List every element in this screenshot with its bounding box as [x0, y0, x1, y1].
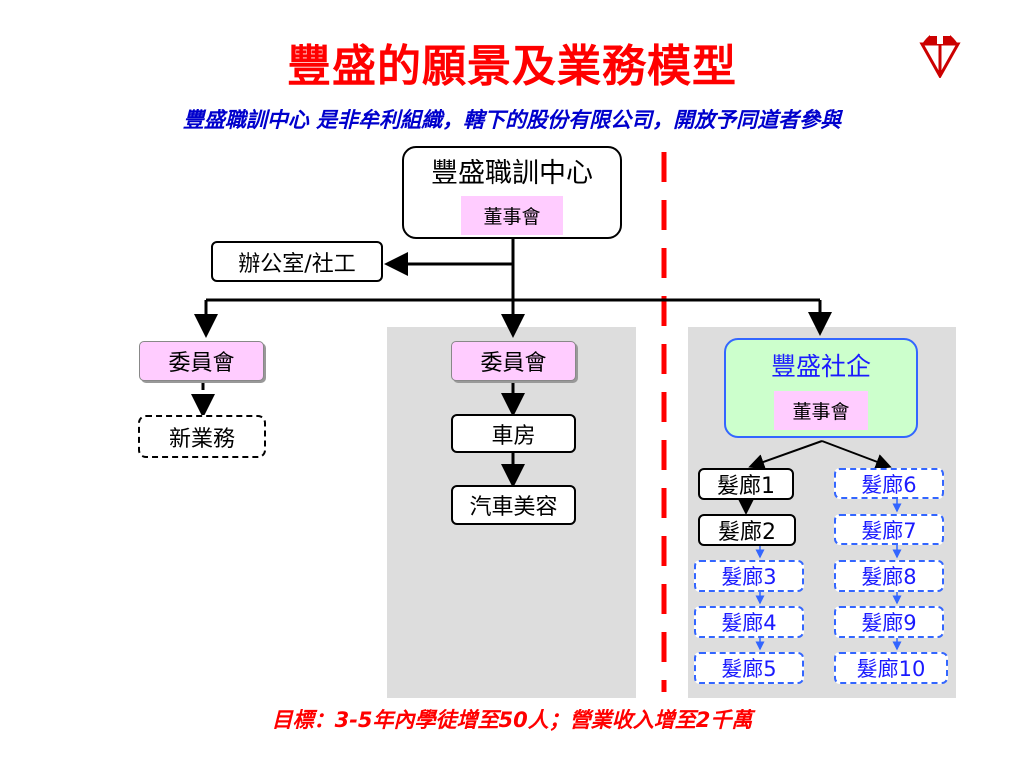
- office-box: 辦公室/社工: [211, 241, 383, 282]
- page-title: 豐盛的願景及業務模型: [287, 41, 737, 92]
- car-beauty-box: 汽車美容: [451, 485, 576, 525]
- salon-box: 髮廊3: [694, 560, 804, 592]
- salon-box: 髮廊1: [698, 468, 794, 500]
- garage-box: 車房: [451, 414, 576, 453]
- page-subtitle: 豐盛職訓中心 是非牟利組織，轄下的股份有限公司，開放予同道者參與: [182, 108, 842, 132]
- salon-box: 髮廊10: [834, 652, 948, 684]
- social-enterprise-box: 豐盛社企 董事會: [724, 338, 918, 438]
- middle-committee-box: 委員會: [451, 341, 576, 381]
- salon-box: 髮廊2: [698, 514, 796, 546]
- salon-box: 髮廊4: [694, 606, 804, 638]
- salon-box: 髮廊6: [834, 468, 944, 499]
- center-board-label: 董事會: [461, 195, 563, 235]
- salon-box: 髮廊8: [834, 560, 944, 592]
- salon-box: 髮廊7: [834, 514, 944, 545]
- salon-box: 髮廊9: [834, 606, 944, 638]
- training-center-label: 豐盛職訓中心: [431, 157, 593, 189]
- goal-text: 目標：3-5年內學徒增至50人；營業收入增至2千萬: [271, 708, 753, 732]
- church-cross-logo: [918, 22, 962, 80]
- salon-box: 髮廊5: [694, 652, 804, 684]
- social-enterprise-label: 豐盛社企: [770, 351, 871, 381]
- new-business-box: 新業務: [138, 415, 266, 458]
- left-committee-box: 委員會: [139, 341, 264, 381]
- social-enterprise-board-label: 董事會: [774, 390, 868, 430]
- training-center-box: 豐盛職訓中心 董事會: [402, 146, 622, 239]
